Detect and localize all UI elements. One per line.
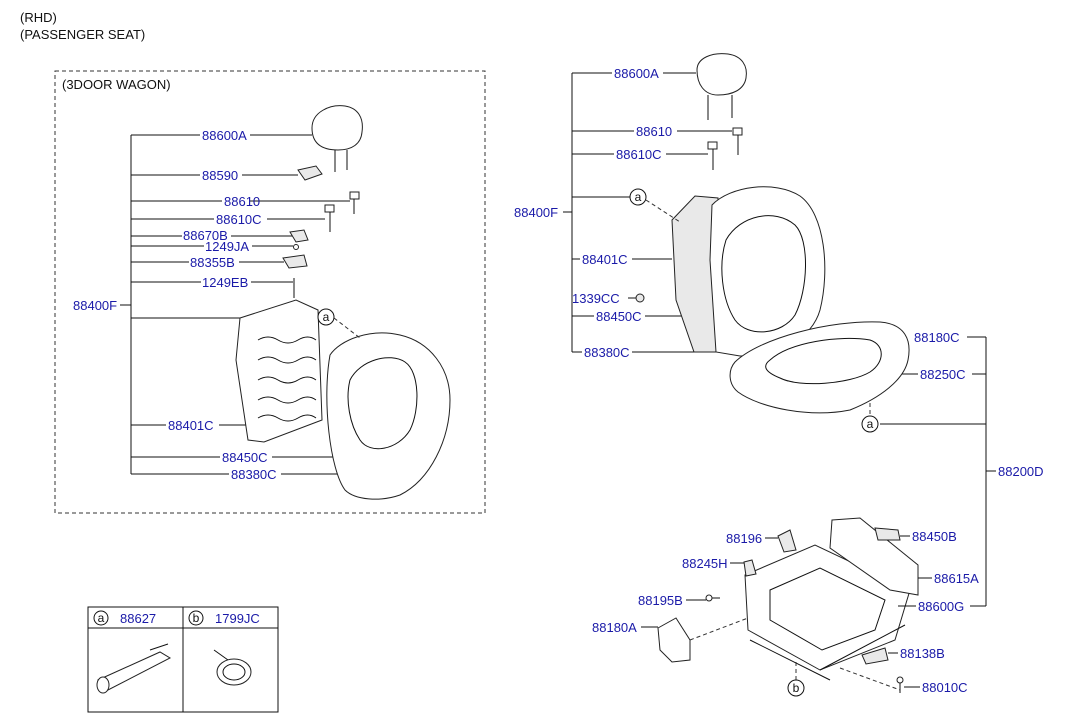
label-right-88200d[interactable]: 88200D xyxy=(998,464,1044,479)
label-right-88180a[interactable]: 88180A xyxy=(592,620,637,635)
legend-part-1799jc-band xyxy=(213,649,252,686)
left-screw-1249ja xyxy=(293,244,299,250)
label-left-1249eb[interactable]: 1249EB xyxy=(202,275,248,290)
left-bracket-lines xyxy=(120,134,350,475)
label-right-88250c[interactable]: 88250C xyxy=(920,367,966,382)
legend-code-a[interactable]: 88627 xyxy=(120,611,156,626)
right-nut-1339cc xyxy=(635,293,645,303)
label-left-88401c[interactable]: 88401C xyxy=(168,418,214,433)
label-right-88245h[interactable]: 88245H xyxy=(682,556,728,571)
left-marker-a-leader xyxy=(333,317,361,339)
label-right-88401c[interactable]: 88401C xyxy=(582,252,628,267)
left-seatback-frame xyxy=(235,299,323,443)
svg-text:a: a xyxy=(867,417,874,431)
legend-part-88627-clip xyxy=(96,643,172,694)
label-right-88180c[interactable]: 88180C xyxy=(914,330,960,345)
legend-marker-a: a xyxy=(93,610,109,626)
left-bracket-88670b xyxy=(289,229,309,243)
left-part-88590 xyxy=(297,165,323,181)
svg-text:b: b xyxy=(793,681,800,695)
right-bolt-88195b xyxy=(705,594,720,602)
legend-table xyxy=(87,606,279,713)
legend-marker-b: b xyxy=(188,610,204,626)
label-right-88615a[interactable]: 88615A xyxy=(934,571,979,586)
right-trim-88196 xyxy=(777,529,797,553)
right-bolt-88010c xyxy=(896,676,904,693)
svg-text:a: a xyxy=(323,310,330,324)
right-cover-88180a xyxy=(657,617,691,663)
right-lower-bracket-lines xyxy=(880,336,996,607)
label-right-88600g[interactable]: 88600G xyxy=(918,599,964,614)
right-seat-track-frame xyxy=(744,544,911,681)
label-right-88196[interactable]: 88196 xyxy=(726,531,762,546)
right-lower-leaders xyxy=(641,535,932,688)
right-marker-b: b xyxy=(787,679,805,697)
left-bracket-88355b xyxy=(282,254,308,269)
label-right-88138b[interactable]: 88138B xyxy=(900,646,945,661)
label-right-88195b[interactable]: 88195B xyxy=(638,593,683,608)
header-line-passenger-seat: (PASSENGER SEAT) xyxy=(20,27,146,42)
label-right-88010c[interactable]: 88010C xyxy=(922,680,968,695)
label-left-1249ja[interactable]: 1249JA xyxy=(205,239,249,254)
legend-code-b[interactable]: 1799JC xyxy=(215,611,260,626)
label-right-1339cc[interactable]: 1339CC xyxy=(572,291,620,306)
label-right-88400f[interactable]: 88400F xyxy=(514,205,558,220)
right-marker-a-upper: a xyxy=(629,188,647,206)
label-right-88600a[interactable]: 88600A xyxy=(614,66,659,81)
label-left-88400f[interactable]: 88400F xyxy=(73,298,117,313)
right-headrest-guide-88610 xyxy=(732,127,743,155)
label-left-88355b[interactable]: 88355B xyxy=(190,255,235,270)
label-left-88610c[interactable]: 88610C xyxy=(216,212,262,227)
left-seatback-cover xyxy=(326,332,451,500)
right-clip-88245h xyxy=(743,559,757,577)
right-headrest xyxy=(696,53,747,120)
variant-box-title: (3DOOR WAGON) xyxy=(62,77,171,92)
left-headrest-guide-88610 xyxy=(349,191,360,214)
label-right-88450b[interactable]: 88450B xyxy=(912,529,957,544)
left-marker-a: a xyxy=(317,308,335,326)
label-left-88610[interactable]: 88610 xyxy=(224,194,260,209)
right-bolt-88010c-leader xyxy=(839,667,901,691)
svg-text:b: b xyxy=(193,611,200,625)
label-left-88670b[interactable]: 88670B xyxy=(183,228,228,243)
svg-text:a: a xyxy=(635,190,642,204)
left-headrest xyxy=(311,105,363,172)
right-seatback xyxy=(671,186,826,357)
label-left-88590[interactable]: 88590 xyxy=(202,168,238,183)
label-right-88380c[interactable]: 88380C xyxy=(584,345,630,360)
variant-box-3door-wagon: (3DOOR WAGON) xyxy=(54,70,486,514)
svg-text:a: a xyxy=(98,611,105,625)
header-line-rhd: (RHD) xyxy=(20,10,57,25)
right-cover-88180a-leader xyxy=(689,617,749,641)
label-right-88450c[interactable]: 88450C xyxy=(596,309,642,324)
right-shield-88615a xyxy=(829,517,919,596)
left-headrest-guide-88610c xyxy=(324,204,335,232)
label-right-88610c[interactable]: 88610C xyxy=(616,147,662,162)
right-handle-88450b xyxy=(874,527,901,541)
right-seat-cushion xyxy=(729,321,910,414)
right-bracket-88138b xyxy=(861,647,889,665)
label-left-88380c[interactable]: 88380C xyxy=(231,467,277,482)
label-left-88600a[interactable]: 88600A xyxy=(202,128,247,143)
label-left-88450c[interactable]: 88450C xyxy=(222,450,268,465)
label-right-88610[interactable]: 88610 xyxy=(636,124,672,139)
right-marker-a-lower: a xyxy=(861,415,879,433)
right-headrest-guide-88610c xyxy=(707,141,718,170)
